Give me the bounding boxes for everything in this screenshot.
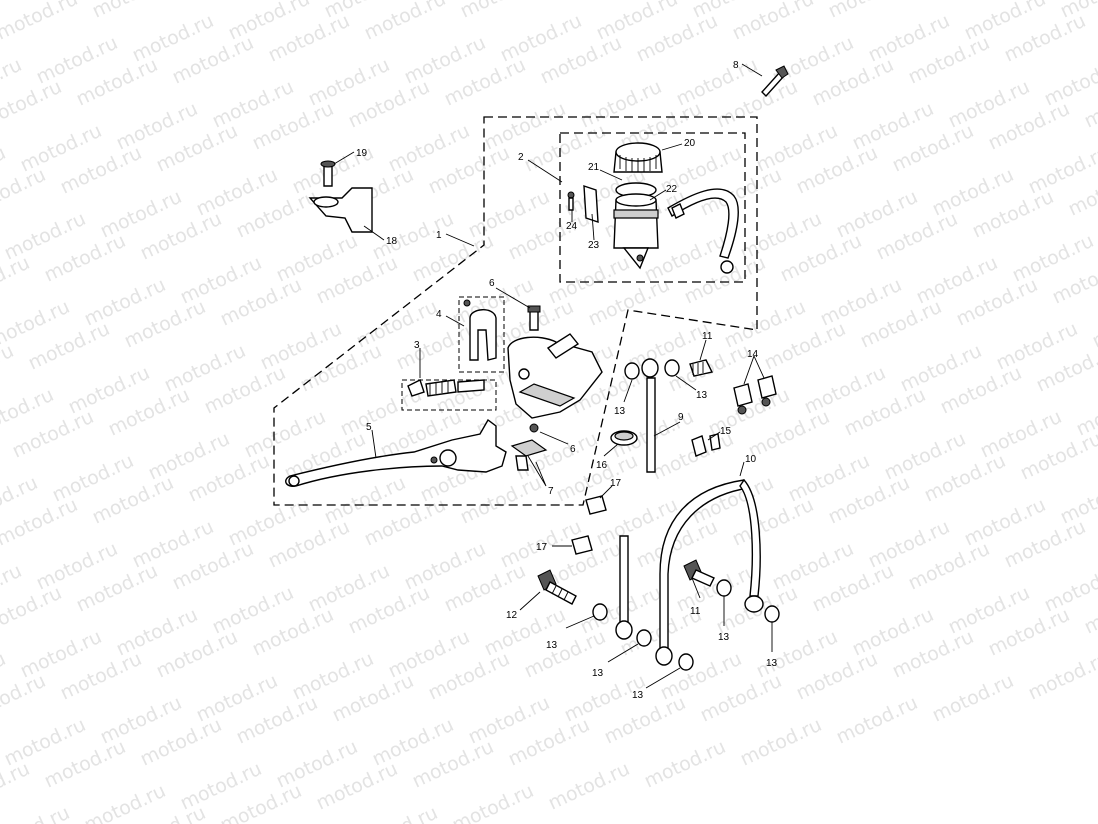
banjo-bolt-11-lower <box>683 559 715 587</box>
callout-11-upper: 11 <box>702 331 713 342</box>
callout-10: 10 <box>745 454 757 465</box>
callout-2: 2 <box>518 152 524 163</box>
banjo-bolt-12 <box>537 569 577 605</box>
reservoir-clip <box>567 185 599 223</box>
callout-16: 16 <box>596 460 608 471</box>
callout-3: 3 <box>414 340 420 351</box>
callout-labels: 1 2 3 4 5 6 6 7 8 9 10 11 11 12 13 13 13… <box>356 60 778 701</box>
callout-5: 5 <box>366 422 372 433</box>
callout-14: 14 <box>747 349 759 360</box>
pivot-bracket <box>510 423 548 471</box>
piston-outline-3 <box>401 379 497 411</box>
hose-clamp-16 <box>610 430 638 446</box>
brake-light-switch <box>733 375 777 415</box>
callout-13-c: 13 <box>546 640 558 651</box>
callout-4: 4 <box>436 309 442 320</box>
reservoir-cap <box>613 142 663 173</box>
bolt-8 <box>761 65 789 98</box>
callout-19: 19 <box>356 148 368 159</box>
assembly-outline-1 <box>273 116 758 506</box>
callout-17-upper: 17 <box>610 478 622 489</box>
reservoir-outline-2 <box>559 132 746 283</box>
callout-20: 20 <box>684 138 696 149</box>
upper-banjo-fitting <box>624 358 714 473</box>
callout-21: 21 <box>588 162 600 173</box>
callout-13-e: 13 <box>632 690 644 701</box>
callout-11-lower: 11 <box>690 606 701 617</box>
master-cylinder-body <box>507 333 603 419</box>
callout-6-lower: 6 <box>570 444 576 455</box>
callout-13-g: 13 <box>766 658 778 669</box>
leader-lines <box>333 63 773 689</box>
callout-9: 9 <box>678 412 684 423</box>
clamp-outline-4 <box>458 296 505 373</box>
callout-13-a: 13 <box>614 406 626 417</box>
callout-17-lower: 17 <box>536 542 548 553</box>
callout-23: 23 <box>588 240 600 251</box>
mounting-bracket <box>308 160 373 233</box>
callout-18: 18 <box>386 236 398 247</box>
callout-6-upper: 6 <box>489 278 495 289</box>
screw-6-upper <box>527 305 541 331</box>
hose-guide-17-lower <box>571 535 593 555</box>
callout-22: 22 <box>666 184 678 195</box>
hose-clip-15 <box>691 433 721 457</box>
hose-guide-17-upper <box>585 495 607 515</box>
callout-13-d: 13 <box>592 668 604 679</box>
callout-1: 1 <box>436 230 442 241</box>
handlebar-clamp <box>463 299 497 361</box>
callout-7: 7 <box>548 486 554 497</box>
callout-12: 12 <box>506 610 518 621</box>
reservoir-body <box>613 182 659 270</box>
brake-lever <box>285 418 507 488</box>
callout-15: 15 <box>720 426 732 437</box>
callout-24: 24 <box>566 221 578 232</box>
callout-8: 8 <box>733 60 739 71</box>
brake-hose-10 <box>592 478 780 671</box>
callout-13-f: 13 <box>718 632 730 643</box>
reservoir-hose <box>667 188 739 274</box>
piston-kit <box>407 379 485 397</box>
callout-13-b: 13 <box>696 390 708 401</box>
